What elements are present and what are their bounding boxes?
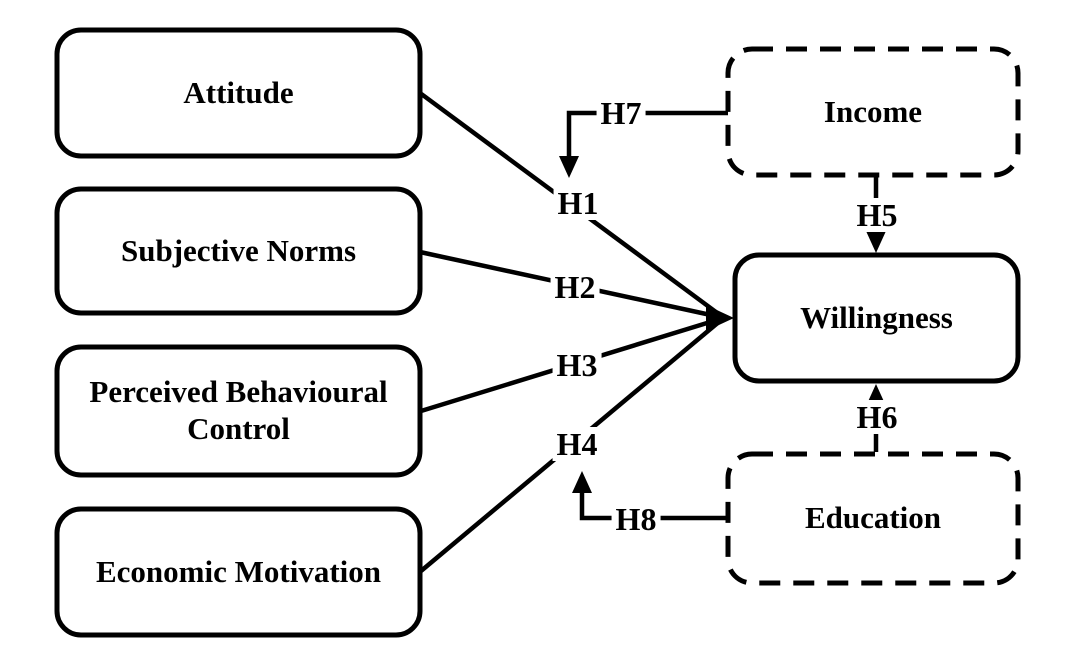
attitude-node-box <box>54 27 423 159</box>
h7-edge-label: H7 <box>596 96 646 130</box>
income-node-box <box>725 46 1021 178</box>
subjective-norms-node-box <box>54 186 423 316</box>
economic-motivation-node-box <box>54 506 423 638</box>
education-node-box <box>725 451 1021 586</box>
h3-edge-label: H3 <box>552 348 602 382</box>
willingness-node-box <box>732 252 1021 384</box>
willingness-node-label: Willingness <box>800 299 953 335</box>
attitude-node-label: Attitude <box>183 74 294 110</box>
h1-edge-label: H1 <box>553 186 603 220</box>
h5-arrowhead-icon <box>866 231 886 253</box>
converging-arrowhead-icon <box>706 305 734 331</box>
h7-arrow-line <box>566 110 728 157</box>
perceived-behavioural-control-node-label: Perceived Behavioural Control <box>89 374 388 446</box>
subjective-norms-node-label: Subjective Norms <box>120 232 357 268</box>
economic-motivation-node-label: Economic Motivation <box>96 553 381 589</box>
h7-arrowhead-icon <box>559 156 579 178</box>
h8-arrow-line <box>579 492 728 521</box>
h5-edge-label: H5 <box>852 198 902 232</box>
h8-arrowhead-icon <box>572 471 592 493</box>
perceived-behavioural-control-node-box <box>54 344 423 478</box>
education-node-label: Education <box>804 500 942 536</box>
income-node-label: Income <box>823 93 923 129</box>
h8-edge-label: H8 <box>611 502 661 536</box>
h2-edge-label: H2 <box>550 270 600 304</box>
h6-edge-label: H6 <box>852 400 902 434</box>
h4-edge-label: H4 <box>552 427 602 461</box>
